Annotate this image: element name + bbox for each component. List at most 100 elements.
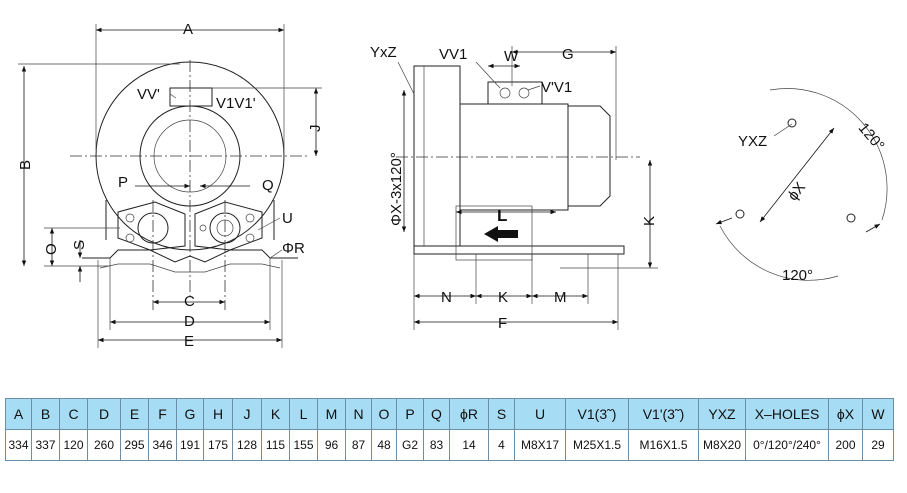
spec-header-cell: L	[289, 398, 318, 430]
dim-J: J	[307, 125, 324, 133]
spec-header-cell: A	[5, 398, 32, 430]
label-V1V1: V1V1'	[216, 95, 256, 112]
flange-YXZ: YXZ	[738, 133, 767, 150]
spec-header-cell: G	[176, 398, 204, 430]
front-view: A B J VV' V1V1' P Q U ΦR O S C	[17, 21, 324, 350]
label-VV: VV'	[137, 86, 160, 103]
side-view: G W VV1 V'V1 YxZ ΦX-3x120° K L N K M	[370, 44, 658, 332]
spec-value-cell: M16X1.5	[628, 429, 699, 461]
spec-header-cell: YXZ	[698, 398, 746, 430]
spec-value-cell: 200	[828, 429, 863, 461]
spec-header-cell: N	[345, 398, 372, 430]
spec-header-cell: P	[396, 398, 424, 430]
flange-hole	[735, 209, 745, 219]
dim-D: D	[184, 313, 195, 330]
spec-header-cell: ϕX	[828, 398, 863, 430]
spec-value-cell: 83	[423, 429, 450, 461]
spec-header-cell: V1'(3˜)	[628, 398, 699, 430]
spec-header-cell: X–HOLES	[745, 398, 829, 430]
spec-header-cell: H	[203, 398, 233, 430]
housing-lower-body	[105, 200, 275, 240]
spec-value-cell: 260	[87, 429, 121, 461]
flange-arc	[719, 225, 839, 281]
motor-end-cap	[568, 105, 611, 207]
bolt-hole	[125, 213, 135, 223]
dim-X: ΦX-3x120°	[388, 152, 405, 226]
spec-header-cell: U	[514, 398, 566, 430]
spec-value-cell: 175	[203, 429, 233, 461]
top-terminal	[169, 87, 213, 107]
spec-value-cell: 29	[862, 429, 894, 461]
spec-value-cell: 14	[449, 429, 489, 461]
bracket	[455, 205, 533, 261]
spec-header-cell: W	[862, 398, 894, 430]
spec-value-cell: 48	[371, 429, 397, 461]
cable-gland	[499, 87, 511, 99]
spec-header-cell: B	[31, 398, 60, 430]
flow-arrow	[484, 226, 518, 242]
spec-header-cell: V1(3˜)	[565, 398, 629, 430]
spec-value-cell: 155	[289, 429, 318, 461]
spec-value-cell: 337	[31, 429, 60, 461]
housing-side	[413, 65, 461, 247]
dim-B: B	[17, 160, 34, 170]
spec-value-cell: 120	[59, 429, 88, 461]
dim-N: N	[441, 289, 452, 306]
dim-O: O	[43, 243, 60, 255]
dim-A: A	[183, 21, 193, 38]
spec-value-cell: 0°/120°/240°	[745, 429, 829, 461]
spec-value-cell: 115	[261, 429, 290, 461]
spec-header-cell: C	[59, 398, 88, 430]
technical-drawing: A B J VV' V1V1' P Q U ΦR O S C	[17, 21, 888, 350]
spec-value-cell: 334	[5, 429, 32, 461]
dim-M: M	[554, 289, 567, 306]
dim-E: E	[184, 333, 194, 350]
label-YxZ: YxZ	[370, 44, 397, 61]
spec-header-cell: Q	[423, 398, 450, 430]
label-Q: Q	[262, 177, 274, 194]
spec-header-cell: K	[261, 398, 290, 430]
spec-value-cell: 4	[488, 429, 515, 461]
spec-value-cell: 87	[345, 429, 372, 461]
spec-header-cell: D	[87, 398, 121, 430]
spec-header-cell: M	[317, 398, 346, 430]
spec-value-cell: 96	[317, 429, 346, 461]
label-L: L	[497, 206, 507, 225]
label-U: U	[282, 210, 293, 227]
dim-C: C	[184, 293, 195, 310]
spec-value-cell: 295	[120, 429, 149, 461]
dim-S: S	[71, 240, 88, 250]
flange-hole	[787, 118, 797, 128]
spec-header-cell: J	[232, 398, 262, 430]
flange-pattern: ϕX YXZ 120° 120°	[715, 88, 888, 284]
label-R: ΦR	[282, 240, 305, 257]
spec-value-cell: 128	[232, 429, 262, 461]
dim-W: W	[504, 48, 519, 65]
bolt-hole	[245, 213, 255, 223]
spec-value-cell: G2	[396, 429, 424, 461]
dim-G: G	[562, 46, 574, 63]
spec-value-cell: 346	[148, 429, 177, 461]
spec-value-cell: M8X17	[514, 429, 566, 461]
spec-header-cell: F	[148, 398, 177, 430]
flange-X: ϕX	[784, 179, 809, 204]
port-flange-left	[117, 201, 186, 251]
terminal-box	[487, 81, 543, 105]
spec-value-cell: M8X20	[698, 429, 746, 461]
label-VprimeV1: V'V1	[541, 79, 572, 96]
flange-arc	[769, 88, 888, 221]
dim-K-base: K	[498, 289, 508, 306]
flange-angle-2: 120°	[782, 267, 813, 284]
label-P: P	[118, 174, 128, 191]
spec-value-cell: 191	[176, 429, 204, 461]
spec-value-cell: M25X1.5	[565, 429, 629, 461]
flange-hole	[846, 213, 856, 223]
spec-header-cell: S	[488, 398, 515, 430]
dim-K: K	[641, 216, 658, 226]
bolt-hole	[125, 233, 135, 243]
dim-F: F	[498, 315, 507, 332]
base-plate	[413, 245, 625, 255]
